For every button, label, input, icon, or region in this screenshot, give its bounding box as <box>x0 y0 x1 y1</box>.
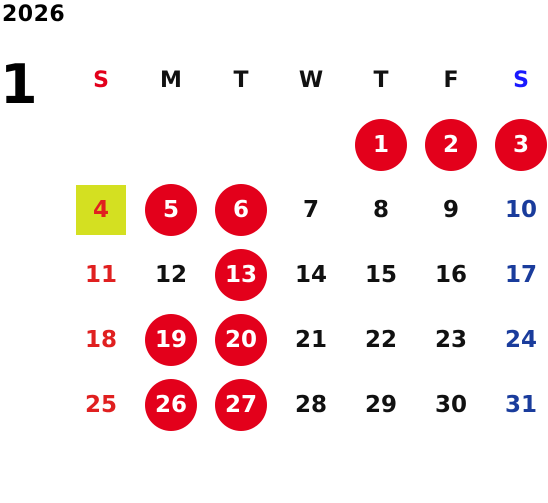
day-number-24: 24 <box>504 326 537 353</box>
day-number-6: 6 <box>215 183 267 236</box>
day-cell[interactable]: 31 <box>486 372 548 437</box>
day-cell[interactable]: 17 <box>486 242 548 307</box>
day-number-22: 22 <box>364 326 397 353</box>
day-number-23: 23 <box>434 326 467 353</box>
day-number-13: 13 <box>215 248 267 301</box>
day-cell[interactable]: 15 <box>346 242 416 307</box>
day-cell[interactable]: 18 <box>66 307 136 372</box>
day-number-3: 3 <box>495 118 547 171</box>
day-cell[interactable]: 27 <box>206 372 276 437</box>
day-cell[interactable]: 25 <box>66 372 136 437</box>
empty-cell <box>136 112 206 177</box>
day-number-4: 4 <box>76 184 126 235</box>
day-number-7: 7 <box>302 196 319 223</box>
day-cell[interactable]: 8 <box>346 177 416 242</box>
day-number-18: 18 <box>84 326 117 353</box>
empty-cell <box>66 112 136 177</box>
day-cell[interactable]: 20 <box>206 307 276 372</box>
weekday-header-fri: F <box>443 67 459 93</box>
day-cell[interactable]: 24 <box>486 307 548 372</box>
day-number-10: 10 <box>504 196 537 223</box>
day-number-21: 21 <box>294 326 327 353</box>
day-cell[interactable]: 19 <box>136 307 206 372</box>
day-number-14: 14 <box>294 261 327 288</box>
day-cell[interactable]: 14 <box>276 242 346 307</box>
day-cell[interactable]: 13 <box>206 242 276 307</box>
weekday-header-mon: M <box>160 67 182 93</box>
day-cell[interactable]: 7 <box>276 177 346 242</box>
day-cell[interactable]: 11 <box>66 242 136 307</box>
day-number-11: 11 <box>84 261 117 288</box>
day-number-25: 25 <box>84 391 117 418</box>
day-number-31: 31 <box>504 391 537 418</box>
weekday-header-thu: T <box>373 67 389 93</box>
day-number-19: 19 <box>145 313 197 366</box>
day-number-15: 15 <box>364 261 397 288</box>
weekday-header-wed: W <box>298 67 324 93</box>
day-number-9: 9 <box>442 196 459 223</box>
day-number-27: 27 <box>215 378 267 431</box>
day-cell[interactable]: 16 <box>416 242 486 307</box>
empty-cell <box>206 112 276 177</box>
day-cell[interactable]: 2 <box>416 112 486 177</box>
day-cell[interactable]: 10 <box>486 177 548 242</box>
day-cell[interactable]: 5 <box>136 177 206 242</box>
day-cell[interactable]: 3 <box>486 112 548 177</box>
day-number-20: 20 <box>215 313 267 366</box>
empty-cell <box>276 112 346 177</box>
day-cell[interactable]: 29 <box>346 372 416 437</box>
day-cell[interactable]: 28 <box>276 372 346 437</box>
day-cell[interactable]: 21 <box>276 307 346 372</box>
day-number-5: 5 <box>145 183 197 236</box>
day-number-1: 1 <box>355 118 407 171</box>
weekday-header-sat: S <box>513 67 529 93</box>
day-cell[interactable]: 30 <box>416 372 486 437</box>
day-number-12: 12 <box>154 261 187 288</box>
day-number-29: 29 <box>364 391 397 418</box>
day-number-2: 2 <box>425 118 477 171</box>
day-number-28: 28 <box>294 391 327 418</box>
day-cell[interactable]: 26 <box>136 372 206 437</box>
day-number-26: 26 <box>145 378 197 431</box>
day-number-17: 17 <box>504 261 537 288</box>
weekday-header-tue: T <box>233 67 249 93</box>
day-cell[interactable]: 6 <box>206 177 276 242</box>
day-cell[interactable]: 22 <box>346 307 416 372</box>
day-number-8: 8 <box>372 196 389 223</box>
year-label: 2026 <box>2 2 66 27</box>
day-cell[interactable]: 4 <box>66 177 136 242</box>
day-number-16: 16 <box>434 261 467 288</box>
day-number-30: 30 <box>434 391 467 418</box>
day-cell[interactable]: 9 <box>416 177 486 242</box>
weekday-header-sun: S <box>93 67 109 93</box>
month-number: 1 <box>0 53 38 116</box>
day-cell[interactable]: 1 <box>346 112 416 177</box>
day-cell[interactable]: 12 <box>136 242 206 307</box>
day-cell[interactable]: 23 <box>416 307 486 372</box>
